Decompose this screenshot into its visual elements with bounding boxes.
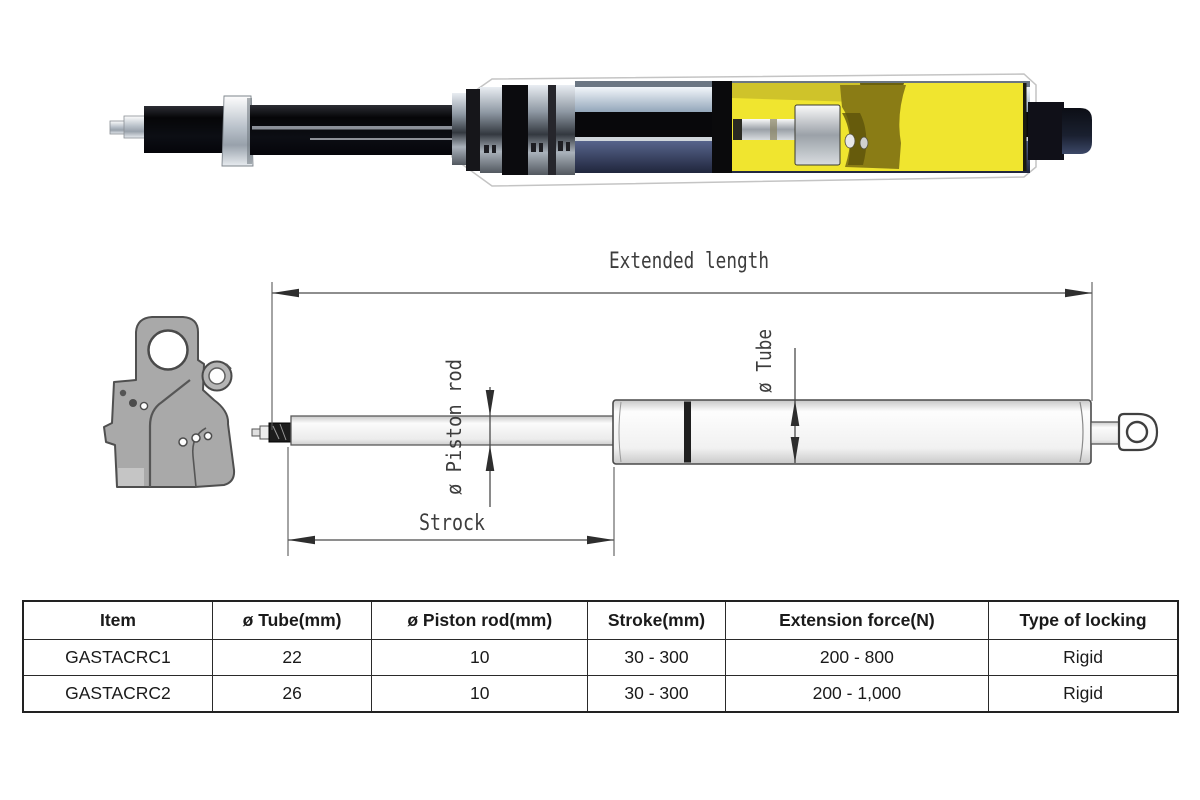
header-item: Item: [22, 600, 213, 640]
header-type-of-locking: Type of locking: [988, 600, 1179, 640]
drawing-end-stub: [1090, 421, 1121, 445]
cell-item: GASTACRC2: [22, 675, 213, 713]
dimension-stroke: Strock: [287, 447, 615, 556]
dimension-extended-length: Extended length: [271, 249, 1093, 430]
dimension-piston-rod-diameter: ø Piston rod: [442, 359, 495, 507]
cell-extension-force: 200 - 800: [724, 639, 990, 676]
photo-end-pin-step: [123, 115, 147, 139]
drawing-eyelet-hole: [1125, 420, 1149, 444]
photo-flange-nut: [221, 95, 254, 167]
header-extension-force: Extension force(N): [724, 600, 990, 640]
header-tube-diameter: ø Tube(mm): [211, 600, 373, 640]
cell-tube: 22: [211, 639, 373, 676]
bracket-screw-hole: [191, 433, 201, 443]
photo-piston-head: [794, 104, 841, 166]
technical-drawing: Extended length Strock ø Tube ø Piston r…: [103, 249, 1159, 556]
cell-stroke: 30 - 300: [587, 675, 726, 713]
gas-spring-drawing: [251, 399, 1159, 465]
header-piston-rod-diameter: ø Piston rod(mm): [371, 600, 589, 640]
photo-cutaway-section: [712, 81, 1027, 173]
photo-collar-engraving: [484, 141, 570, 153]
cell-locking: Rigid: [988, 639, 1179, 676]
bracket-screw-hole: [178, 437, 188, 447]
release-bracket-drawing: [103, 316, 236, 488]
photo-rod-highlight: [252, 126, 572, 130]
spec-table-header-row: Item ø Tube(mm) ø Piston rod(mm) Stroke(…: [22, 600, 1179, 640]
piston-rod-diameter-label: ø Piston rod: [442, 359, 466, 495]
photo-cutaway-separator: [712, 81, 732, 173]
table-row: GASTACRC2 26 10 30 - 300 200 - 1,000 Rig…: [22, 675, 1179, 713]
cell-tube: 26: [211, 675, 373, 713]
header-stroke: Stroke(mm): [587, 600, 726, 640]
photo-nut-shade: [247, 98, 252, 164]
cell-piston-rod: 10: [371, 675, 589, 713]
product-photo-gas-spring-cutaway: [109, 73, 1092, 187]
drawing-tube-band: [684, 401, 691, 463]
bracket-foot: [118, 468, 144, 486]
bracket-pin-hole: [119, 389, 127, 397]
dimension-tube-diameter: ø Tube: [752, 329, 800, 463]
cell-item: GASTACRC1: [22, 639, 213, 676]
spec-table: Item ø Tube(mm) ø Piston rod(mm) Stroke(…: [22, 600, 1179, 713]
photo-end-pin: [109, 120, 127, 135]
photo-rod-highlight2: [310, 138, 572, 140]
cell-locking: Rigid: [988, 675, 1179, 713]
extended-length-label: Extended length: [609, 249, 769, 274]
bracket-mounting-hole: [147, 329, 189, 371]
bracket-pin-hole: [129, 399, 137, 407]
cell-stroke: 30 - 300: [587, 639, 726, 676]
photo-rear-connector: [1028, 102, 1092, 160]
table-row: GASTACRC1 22 10 30 - 300 200 - 800 Rigid: [22, 639, 1179, 676]
cell-piston-rod: 10: [371, 639, 589, 676]
tube-diameter-label: ø Tube: [752, 329, 776, 393]
photo-rod-block: [144, 106, 228, 153]
spec-table-section: Item ø Tube(mm) ø Piston rod(mm) Stroke(…: [22, 600, 1179, 713]
photo-collar-rings: [452, 85, 575, 175]
cell-extension-force: 200 - 1,000: [724, 675, 990, 713]
photo-inner-rod: [733, 119, 795, 140]
bracket-screw-hole: [203, 431, 213, 441]
stroke-label: Strock: [419, 511, 485, 536]
drawing-piston-rod: [290, 415, 615, 446]
